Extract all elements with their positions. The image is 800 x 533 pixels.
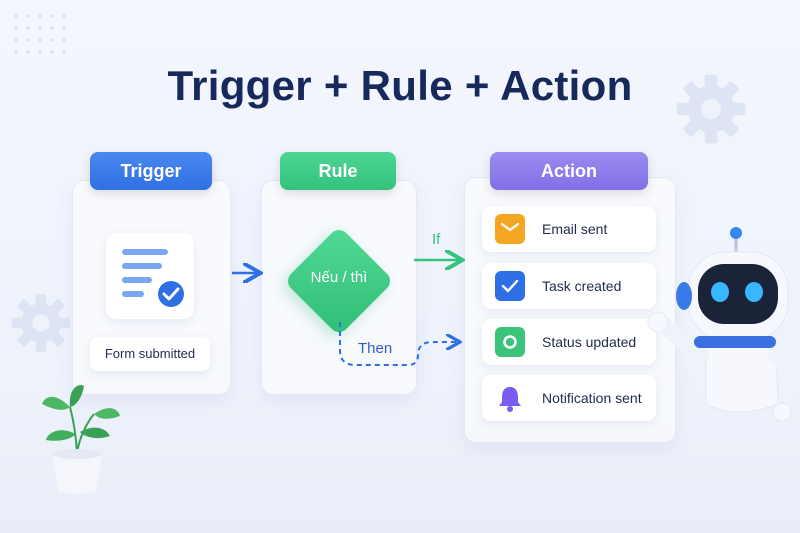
bell-icon — [495, 383, 525, 413]
action-item-task-created: Task created — [482, 263, 656, 309]
form-submitted-label: Form submitted — [90, 337, 210, 371]
then-label: Then — [358, 340, 393, 357]
trigger-header: Trigger — [90, 152, 212, 190]
action-label: Status updated — [542, 334, 637, 350]
form-document-icon — [122, 249, 184, 307]
envelope-icon — [495, 214, 525, 244]
form-document-card — [106, 233, 194, 319]
status-icon — [495, 327, 525, 357]
decorative-dot-grid — [10, 10, 72, 58]
robot-assistant-illustration — [647, 227, 796, 422]
page-title: Trigger + Rule + Action — [167, 62, 633, 109]
then-arrow — [339, 322, 458, 366]
form-submitted-text: Form submitted — [104, 346, 196, 361]
action-label: Notification sent — [542, 390, 642, 406]
action-item-status-updated: Status updated — [482, 319, 656, 365]
checkbox-icon — [495, 271, 525, 301]
background-gear-icon-left — [11, 293, 71, 353]
action-item-notification-sent: Notification sent — [482, 375, 656, 421]
action-label: Task created — [542, 278, 622, 294]
action-header: Action — [490, 152, 648, 190]
background-gear-icon-right — [676, 74, 746, 144]
if-label: If — [432, 231, 441, 248]
potted-plant-illustration — [42, 384, 120, 494]
action-label: Email sent — [542, 221, 608, 237]
action-item-email-sent: Email sent — [482, 206, 656, 252]
rule-diamond-text: Nếu / thì — [310, 269, 368, 286]
rule-header: Rule — [280, 152, 396, 190]
